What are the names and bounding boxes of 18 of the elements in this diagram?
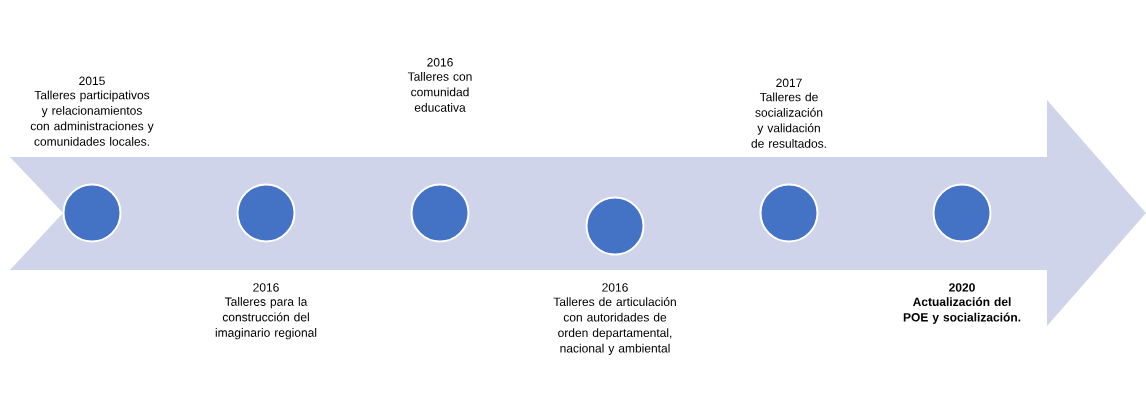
- milestone-circle: [759, 183, 819, 243]
- milestone-text: Talleres para la construcción del imaginario regional: [215, 297, 317, 340]
- year-label: 2017: [776, 78, 802, 88]
- year-label: 2016: [253, 283, 279, 292]
- milestone-circle: [236, 183, 296, 243]
- milestone-circle: [410, 183, 470, 243]
- year-label: 2016: [602, 283, 628, 292]
- milestone-circle: [585, 196, 645, 256]
- year-label: 2020: [949, 283, 975, 292]
- milestone-text: Actualización del POE y socialización.: [903, 297, 1021, 324]
- milestone-circle: [62, 183, 122, 243]
- milestone-circle: [932, 183, 992, 243]
- milestone-text: Talleres de socialización y validación de resultados.: [751, 92, 826, 148]
- year-label: 2015: [79, 76, 105, 86]
- milestone-text: Talleres con comunidad educativa: [407, 72, 472, 112]
- year-label: 2016: [427, 58, 453, 67]
- milestone-text: Talleres de articulación con autoridades de orden departamental, nacional y ambiental: [553, 297, 676, 355]
- milestone-text: Talleres participativos y relacionamientos con administraciones y comunidades locales.: [30, 90, 154, 146]
